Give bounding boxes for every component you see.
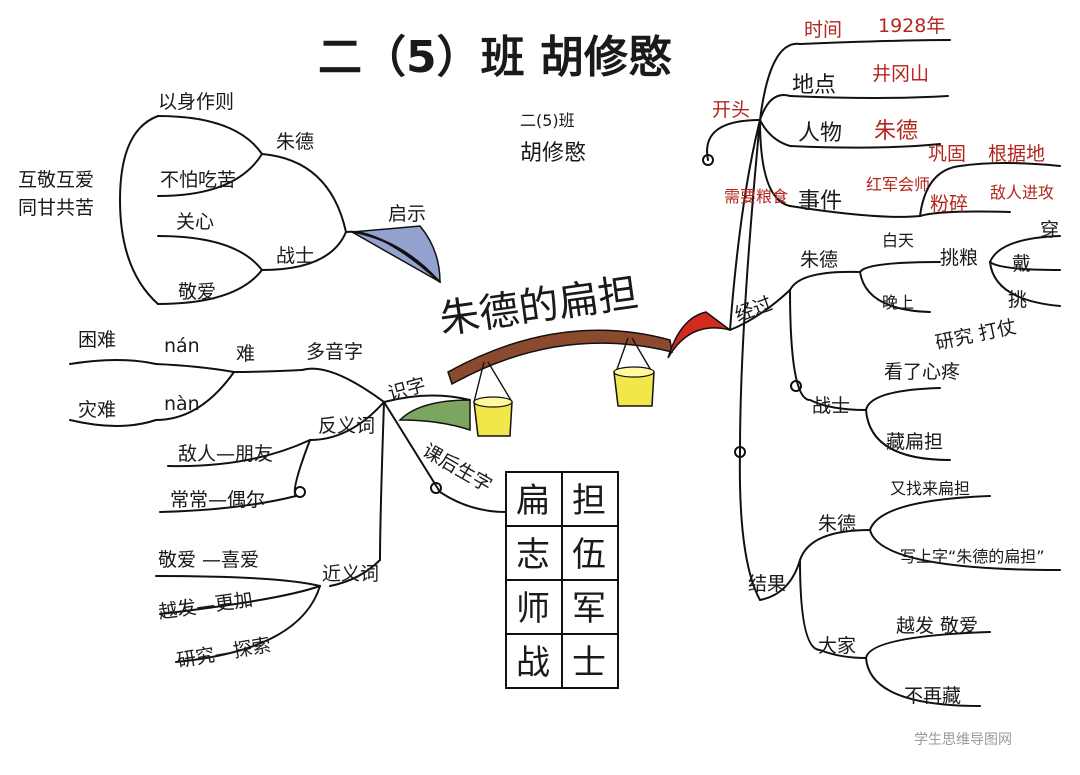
day-item: 戴 [1012, 253, 1031, 275]
inspiration-item: 关心 [176, 211, 214, 233]
inspiration-item: 敬爱 [178, 281, 216, 303]
inspiration-zhude-label: 朱德 [276, 131, 314, 153]
beginning-label: 开头 [712, 99, 750, 121]
ending-item: 写上字“朱德的扁担” [900, 547, 1045, 566]
day-item: 穿 [1040, 219, 1059, 241]
event-value: 红军会师 [866, 175, 930, 194]
svg-text:二(5)班: 二(5)班 [520, 111, 575, 130]
grid-char: 伍 [572, 535, 606, 575]
ending-label: 结果 [748, 573, 786, 595]
central-topic: 朱德的扁担 [437, 270, 673, 437]
left-bucket-icon [473, 361, 513, 437]
place-label: 地点 [792, 73, 836, 98]
fan-green [398, 399, 471, 432]
grid-char: 战 [516, 643, 550, 683]
antonym-item: 常常—偶尔 [170, 489, 265, 511]
literacy-label: 识字 [386, 374, 428, 405]
synonyms-label: 近义词 [322, 563, 379, 585]
branch-beginning: 开头 时间 1928年 地点 井冈山 人物 朱德 事件 红军会师 需要粮食 巩固… [706, 15, 1061, 218]
ending-item: 又找来扁担 [890, 479, 970, 498]
antonym-item: 敌人—朋友 [178, 443, 273, 465]
grid-char: 扁 [516, 481, 550, 521]
inspiration-label: 启示 [388, 203, 426, 225]
node-dot [430, 482, 442, 494]
polyphone-label: 多音字 [306, 341, 363, 363]
synonym-item: 敬爱 —喜爱 [158, 549, 259, 571]
ending-zhude-label: 朱德 [818, 513, 856, 535]
need-food: 需要粮食 [724, 187, 788, 206]
watermark: 学生思维导图网 [914, 732, 1012, 748]
soldier-item: 藏扁担 [886, 431, 943, 453]
day-label: 白天 [882, 231, 914, 250]
svg-text:胡修愍: 胡修愍 [520, 141, 586, 166]
person-value: 朱德 [874, 119, 918, 144]
synonym-item: 研究—探索 [175, 634, 272, 672]
night-value: 研究 打仗 [933, 316, 1018, 355]
inspiration-item: 不怕吃苦 [160, 169, 236, 191]
right-spine [729, 119, 761, 601]
handwritten-signature: 二(5)班 胡修愍 [520, 111, 586, 166]
day-value: 挑粮 [940, 247, 978, 269]
inspiration-item: 以身作则 [158, 91, 234, 113]
ending-item: 越发 敬爱 [896, 615, 978, 637]
goal-label: 巩固 [928, 143, 966, 165]
place-value: 井冈山 [872, 63, 929, 85]
grid-char: 士 [572, 643, 606, 683]
inspiration-summary: 互敬互爱 [18, 169, 94, 191]
goal-value: 敌人进攻 [990, 183, 1054, 202]
fan-red [667, 311, 731, 359]
node-dot [294, 486, 306, 498]
grid-char: 军 [572, 589, 606, 629]
time-label: 时间 [804, 19, 842, 41]
time-value: 1928年 [878, 15, 945, 37]
ending-item: 不再藏 [904, 685, 961, 707]
pinyin: nàn [164, 393, 200, 415]
new-chars-grid: 扁 担 志 伍 师 军 战 士 [505, 471, 619, 689]
process-soldiers-label: 战士 [812, 395, 850, 417]
process-label: 经过 [732, 293, 775, 327]
polyphone-char: 难 [236, 343, 255, 365]
polyphone-word: 困难 [78, 329, 116, 351]
synonym-item: 越发—更加 [157, 589, 254, 624]
branch-ending: 结果 朱德 又找来扁担 写上字“朱德的扁担” 大家 越发 敬爱 不再藏 [748, 479, 1061, 707]
branch-inspiration: 启示 朱德 战士 以身作则 不怕吃苦 关心 敬爱 互敬互爱 同甘共苦 [18, 91, 441, 305]
goal-label: 粉碎 [930, 193, 968, 215]
soldier-item: 看了心疼 [884, 361, 960, 383]
grid-char: 担 [572, 481, 606, 521]
right-bucket-icon [613, 337, 655, 407]
process-zhude-label: 朱德 [800, 249, 838, 271]
grid-char: 志 [516, 535, 550, 575]
ending-everyone-label: 大家 [818, 635, 856, 657]
person-label: 人物 [798, 121, 842, 146]
branch-literacy: 识字 多音字 难 nán nàn 困难 灾难 反义词 敌人—朋友 常常—偶尔 近… [69, 329, 507, 672]
page-title: 二（5）班 胡修愍 [318, 32, 672, 83]
event-label: 事件 [798, 189, 842, 214]
inspiration-soldiers-label: 战士 [276, 245, 314, 267]
polyphone-word: 灾难 [78, 399, 116, 421]
night-label: 晚上 [882, 293, 914, 312]
day-item: 挑 [1008, 289, 1027, 311]
antonyms-label: 反义词 [318, 415, 375, 437]
pinyin: nán [164, 335, 200, 357]
grid-char: 师 [516, 589, 550, 629]
node-dot [734, 446, 746, 458]
node-dot [790, 380, 802, 392]
inspiration-summary: 同甘共苦 [18, 197, 94, 219]
goal-value: 根据地 [988, 143, 1045, 165]
branch-process: 经过 朱德 白天 挑粮 晚上 研究 打仗 穿 戴 挑 战士 看了心疼 藏扁担 [729, 219, 1061, 461]
